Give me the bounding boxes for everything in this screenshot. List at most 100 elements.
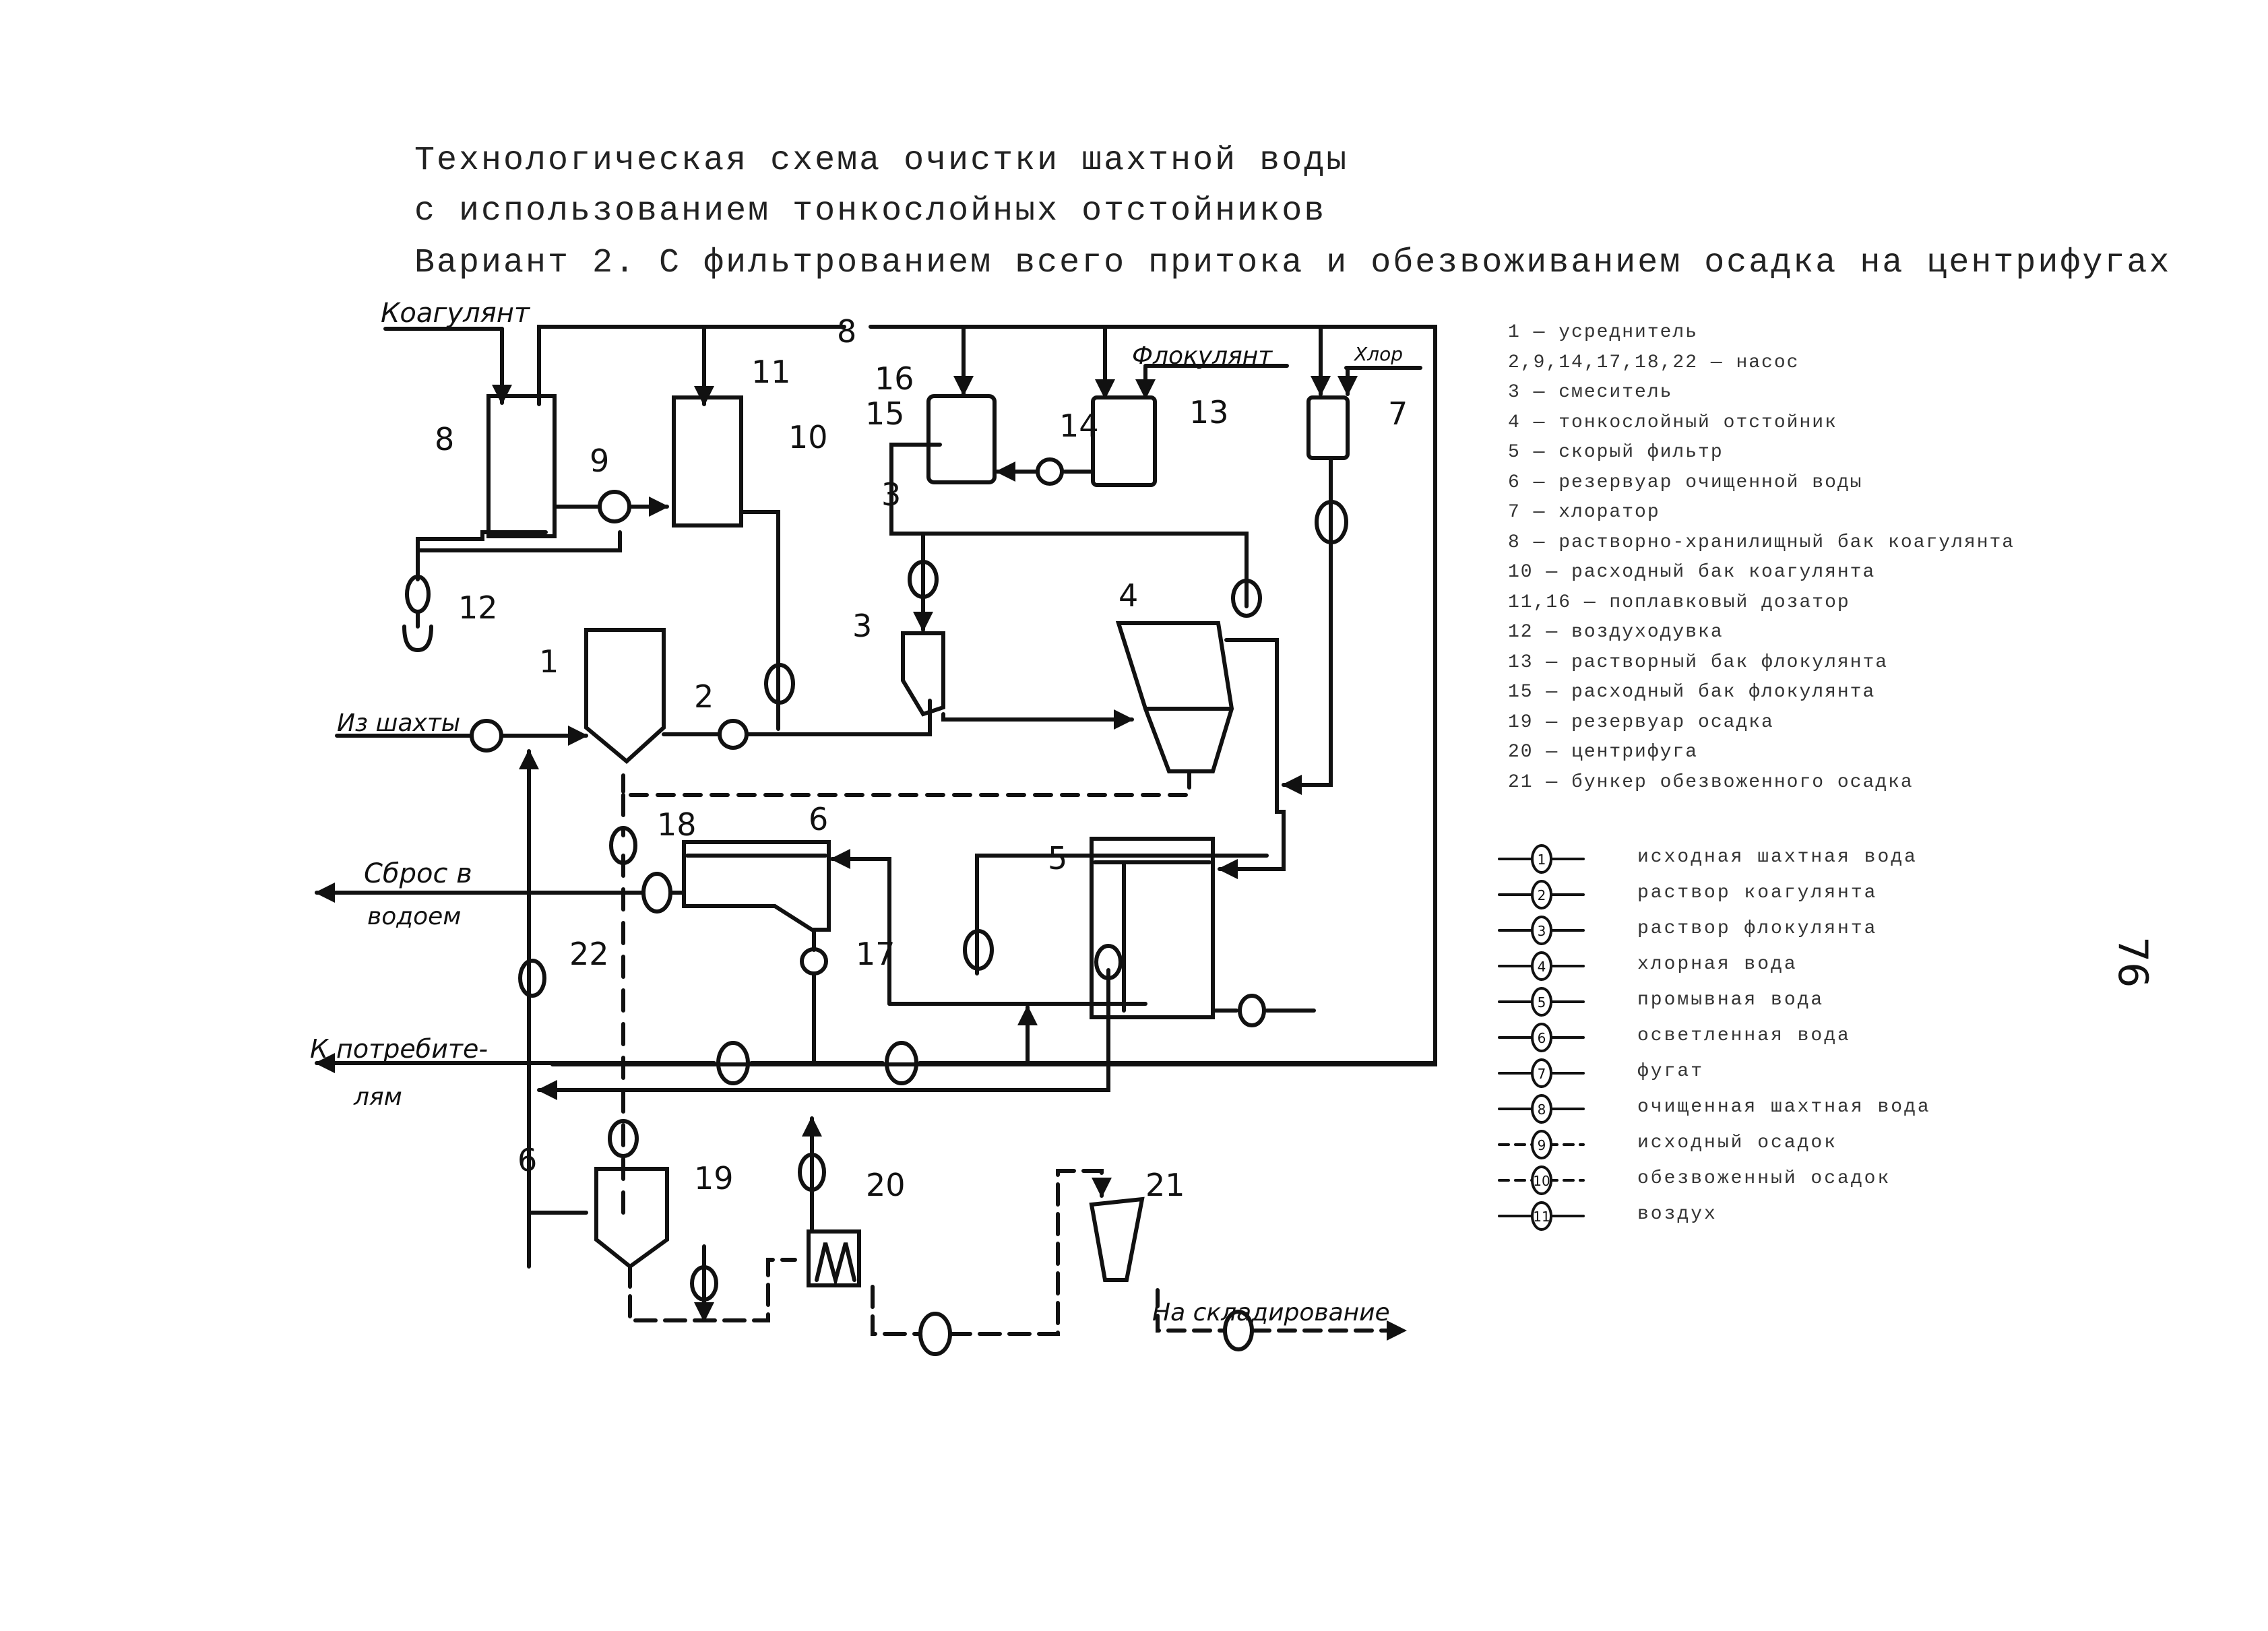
tag-3: 3 [852,608,872,644]
pump-17 [800,947,828,976]
component-legend-item: 2,9,14,17,18,22 — насос [1508,352,1800,373]
pipe-flocculant-solution [889,443,1249,608]
component-legend-item: 5 — скорый фильтр [1508,442,1724,463]
tag-4: 4 [1119,577,1138,614]
pipeline-legend-code: 5 [1538,994,1546,1011]
title-line-3: Вариант 2. С фильтрованием всего притока… [414,244,2172,282]
pipe-coagulant-solution [739,510,780,731]
pipeline-legend-item: промывная вода [1637,990,1825,1011]
pipeline-legend-code: 6 [1538,1030,1546,1046]
pipe-sludge-to-centrifuge [628,1258,797,1322]
tag-8: 8 [435,421,454,457]
label-discharge-2: водоем [367,903,461,930]
tag-18: 18 [657,806,697,843]
tag-20: 20 [866,1167,906,1203]
pipe-code-8-filter [963,929,994,971]
tag-9: 9 [590,443,609,479]
component-legend-item: 7 — хлоратор [1508,502,1660,523]
tag-19: 19 [694,1160,734,1196]
pipeline-legend-item: раствор коагулянта [1637,883,1878,903]
pipe-to-reservoir-6 [830,849,891,1006]
pipe-code-5-filter [1094,944,1123,980]
pipe-code-8-top: 8 [837,313,856,350]
pipe-fugate-return [537,1062,1110,1100]
chlorinator-7 [1306,395,1350,460]
tag-17: 17 [856,936,895,972]
averager-1 [584,628,666,764]
tank-8 [486,394,557,538]
pipeline-legend-code-marker [1531,1058,1552,1088]
pipe-code-3-b [908,560,939,599]
pump-9 [598,490,631,523]
pipe-sludge-from-settler [621,766,1191,797]
tag-22: 22 [569,936,609,972]
tag-11: 11 [751,354,791,390]
pipeline-legend-code: 2 [1538,887,1546,903]
centrifuge-20 [807,1229,861,1287]
label-to-consumers-1: К потребите- [310,1034,488,1064]
pipeline-legend-code-marker [1531,1130,1552,1159]
pipe-code-11 [405,575,431,614]
pipe-code-11-filter [1238,994,1266,1027]
rapid-filter-5 [1090,837,1215,1019]
tag-1: 1 [539,643,559,680]
pipe-code-10-a [918,1312,952,1356]
component-legend-item: 4 — тонкослойный отстойник [1508,412,1837,433]
pipeline-legend-item: воздух [1637,1204,1718,1225]
pipe-code-2 [764,663,795,705]
pipeline-legend-code-marker [1531,987,1552,1017]
component-legend-item: 3 — смеситель [1508,382,1673,403]
pipe-code-9 [608,1119,639,1158]
tag-13: 13 [1189,394,1229,430]
label-coagulant: Коагулянт [381,298,531,329]
label-chlorine: Хлор [1353,343,1403,365]
component-legend-item: 8 — растворно-хранилищный бак коагулянта [1508,532,2015,553]
pipe-code-7 [798,1153,826,1192]
pipeline-legend-code-marker [1531,916,1552,945]
centrifuge-rotor [815,1242,856,1288]
bunker-21 [1089,1196,1145,1282]
tag-15: 15 [865,395,905,432]
pipeline-legend-code: 11 [1533,1209,1550,1225]
pipe-mixer-to-settler [941,709,1134,730]
pipeline-legend-item: очищенная шахтная вода [1637,1097,1931,1118]
pipe-code-4 [1315,500,1348,544]
page-number: 76 [2109,936,2156,988]
pipeline-legend-code: 7 [1538,1066,1546,1082]
pipeline-legend-item: осветленная вода [1637,1025,1851,1046]
tank-10 [672,395,743,527]
component-legend-item: 15 — расходный бак флокулянта [1508,682,1876,703]
component-legend-item: 19 — резервуар осадка [1508,711,1774,733]
mixer-3 [901,631,945,717]
pipeline-legend-code: 3 [1538,923,1546,939]
tank-15 [926,394,997,484]
pipe-code-1 [470,719,503,753]
component-legend-item: 20 — центрифуга [1508,742,1699,763]
pipe-code-10-b [1223,1310,1254,1351]
pipe-code-3-c [690,1265,718,1302]
tag-6: 6 [809,801,828,837]
component-legend-item: 12 — воздуходувка [1508,622,1724,643]
pipeline-legend-code: 1 [1538,852,1546,868]
pipeline-legend-item: исходный осадок [1637,1132,1838,1153]
tag-5: 5 [1048,840,1067,876]
pipeline-legend-item: обезвоженный осадок [1637,1168,1891,1189]
pipeline-legend-code-marker [1531,844,1552,874]
pipeline-legend-code-marker [1531,1094,1552,1124]
component-legend-item: 6 — резервуар очищенной воды [1508,472,1863,493]
pipe-wash-water-top [975,854,1269,976]
label-to-storage: На складирование [1152,1299,1390,1326]
pipeline-legend-code: 10 [1533,1173,1550,1189]
pipe-air [416,530,622,581]
component-legend-item: 21 — бункер обезвоженного осадка [1508,771,1914,793]
tag-21: 21 [1145,1167,1185,1203]
pipeline-legend-code-marker [1531,1201,1552,1231]
pipe-code-8-discharge [641,872,672,914]
label-discharge-1: Сброс в [364,858,472,889]
pipe-to-storage [1156,1288,1405,1331]
pipe-code-8-main-b [885,1041,918,1085]
pump-22 [518,959,546,998]
pipeline-legend-code-marker [1531,880,1552,909]
